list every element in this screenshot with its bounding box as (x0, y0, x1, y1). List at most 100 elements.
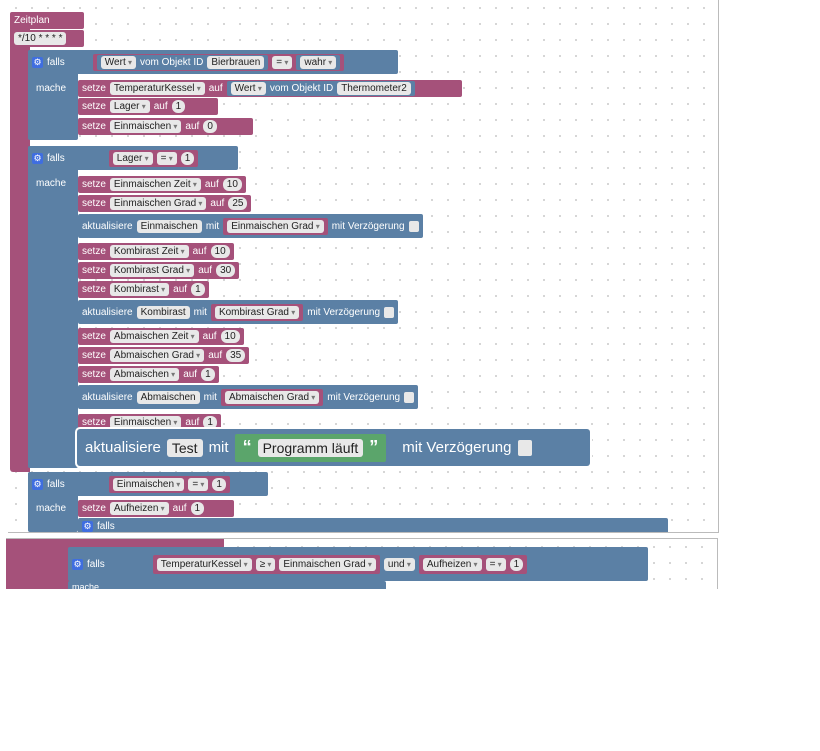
number-field[interactable]: 1 (171, 100, 186, 113)
number-field[interactable]: 1 (180, 151, 195, 165)
number-field[interactable]: 10 (210, 245, 230, 258)
get-value-block[interactable]: Wert vom Objekt ID Thermometer2 (226, 81, 415, 96)
object-id-field[interactable]: Bierbrauen (207, 55, 265, 69)
number-field[interactable]: 1 (212, 477, 226, 491)
set-block[interactable]: setze Aufheizen auf 1 (78, 500, 234, 517)
number-field[interactable]: 1 (201, 368, 215, 381)
delay-checkbox[interactable] (517, 439, 532, 456)
prop-dropdown[interactable]: Wert (230, 82, 266, 95)
gear-icon[interactable]: ⚙ (32, 478, 43, 490)
var-dropdown[interactable]: Einmaischen Grad (227, 219, 324, 233)
target-field[interactable]: Kombirast (136, 305, 190, 319)
blockly-workspace[interactable]: Zeitplan */10 * * * * ⚙ falls Wert vom O… (8, 0, 719, 533)
compare-block[interactable]: Einmaischen = 1 (108, 475, 230, 493)
number-field[interactable]: 1 (191, 283, 205, 296)
compare-block[interactable]: TemperaturKessel ≥ Einmaischen Grad (152, 554, 380, 574)
operator-dropdown[interactable]: = (272, 55, 293, 69)
var-dropdown[interactable]: Abmaischen Grad (109, 349, 205, 362)
var-dropdown[interactable]: Abmaischen Grad (224, 390, 320, 404)
var-dropdown[interactable]: Aufheizen (109, 502, 169, 515)
delay-checkbox[interactable] (404, 391, 415, 403)
var-dropdown[interactable]: Abmaischen (109, 368, 180, 381)
var-dropdown[interactable]: Kombirast Grad (214, 305, 300, 319)
dragged-update-block[interactable]: aktualisiere Test mit “ Programm läuft ”… (77, 429, 590, 466)
gear-icon[interactable]: ⚙ (32, 56, 43, 68)
set-block[interactable]: setze TemperaturKessel auf Wert vom Obje… (78, 80, 462, 97)
compare-block[interactable]: Lager = 1 (108, 149, 199, 167)
bool-dropdown[interactable]: wahr (300, 55, 337, 69)
text-field[interactable]: Programm läuft (257, 438, 364, 457)
delay-checkbox[interactable] (384, 306, 395, 318)
number-field[interactable]: 30 (216, 264, 236, 277)
var-dropdown[interactable]: Kombirast Zeit (109, 245, 189, 258)
operator-dropdown[interactable]: = (188, 477, 209, 491)
operator-dropdown[interactable]: = (485, 557, 506, 571)
prop-dropdown[interactable]: Wert (100, 55, 136, 69)
compare-block[interactable]: Wert vom Objekt ID Bierbrauen = wahr (92, 53, 345, 71)
var-dropdown[interactable]: Einmaischen Grad (109, 197, 207, 210)
set-block[interactable]: setze Lager auf 1 (78, 98, 218, 115)
cron-field[interactable]: */10 * * * * (14, 32, 67, 45)
number-field[interactable]: 1 (509, 557, 524, 571)
set-block[interactable]: setzeAbmaischenauf1 (78, 366, 219, 383)
set-block[interactable]: setze Einmaischen auf 0 (78, 118, 253, 135)
operator-dropdown[interactable]: = (156, 151, 177, 165)
object-id-field[interactable]: Thermometer2 (337, 82, 411, 95)
get-value-block[interactable]: Wert vom Objekt ID Bierbrauen (96, 54, 269, 70)
gear-icon[interactable]: ⚙ (32, 152, 43, 164)
var-dropdown[interactable]: Einmaischen Grad (279, 557, 376, 571)
var-dropdown[interactable]: Kombirast Grad (109, 264, 195, 277)
if2-header[interactable]: ⚙ falls Lager = 1 (28, 146, 238, 170)
var-dropdown[interactable]: Einmaischen (109, 120, 182, 133)
if4-header[interactable]: ⚙ falls TemperaturKessel ≥ Einmaischen G… (68, 547, 648, 581)
var-dropdown[interactable]: Kombirast (109, 283, 170, 296)
number-field[interactable]: 10 (222, 178, 242, 191)
var-dropdown[interactable]: Einmaischen (109, 416, 182, 429)
var-dropdown[interactable]: Abmaischen Zeit (109, 330, 199, 343)
number-field[interactable]: 0 (203, 120, 217, 133)
var-block[interactable]: Einmaischen Grad (223, 217, 328, 235)
var-dropdown[interactable]: TemperaturKessel (156, 557, 252, 571)
bool-block[interactable]: wahr (296, 54, 341, 70)
target-field[interactable]: Einmaischen (136, 219, 202, 233)
number-field[interactable]: 25 (228, 197, 248, 210)
if1-header[interactable]: ⚙ falls Wert vom Objekt ID Bierbrauen = … (28, 50, 398, 74)
var-block[interactable]: Kombirast Grad (210, 303, 304, 321)
var-dropdown[interactable]: Einmaischen Zeit (109, 178, 201, 191)
number-field[interactable]: 35 (226, 349, 246, 362)
schedule-header[interactable]: Zeitplan (10, 12, 84, 29)
gear-icon[interactable]: ⚙ (72, 558, 83, 570)
target-field[interactable]: Abmaischen (136, 390, 200, 404)
gear-icon[interactable]: ⚙ (82, 520, 93, 532)
if3-header[interactable]: ⚙ falls Einmaischen = 1 (28, 472, 268, 496)
schedule-block[interactable] (10, 12, 30, 472)
compare-block[interactable]: Aufheizen = 1 (418, 554, 528, 574)
set-block[interactable]: setzeKombirastauf1 (78, 281, 209, 298)
operator-dropdown[interactable]: ≥ (255, 557, 276, 571)
var-dropdown[interactable]: TemperaturKessel (109, 82, 205, 95)
logic-dropdown[interactable]: und (383, 557, 415, 571)
text-block[interactable]: “ Programm läuft ” (234, 433, 387, 462)
if-block-2[interactable] (28, 146, 78, 468)
number-field[interactable]: 10 (220, 330, 240, 343)
nested-if-block[interactable]: ⚙ falls (78, 518, 668, 532)
var-dropdown[interactable]: Lager (112, 151, 153, 165)
blockly-workspace-2[interactable]: ⚙ falls TemperaturKessel ≥ Einmaischen G… (6, 538, 718, 589)
var-dropdown[interactable]: Einmaischen (112, 477, 185, 491)
number-field[interactable]: 1 (203, 416, 217, 429)
target-field[interactable]: Test (166, 438, 203, 457)
var-dropdown[interactable]: Aufheizen (422, 557, 482, 571)
set-block[interactable]: setzeEinmaischenauf1 (78, 414, 221, 431)
number-field[interactable]: 1 (190, 502, 205, 515)
delay-checkbox[interactable] (408, 220, 419, 232)
var-dropdown[interactable]: Lager (109, 100, 150, 113)
